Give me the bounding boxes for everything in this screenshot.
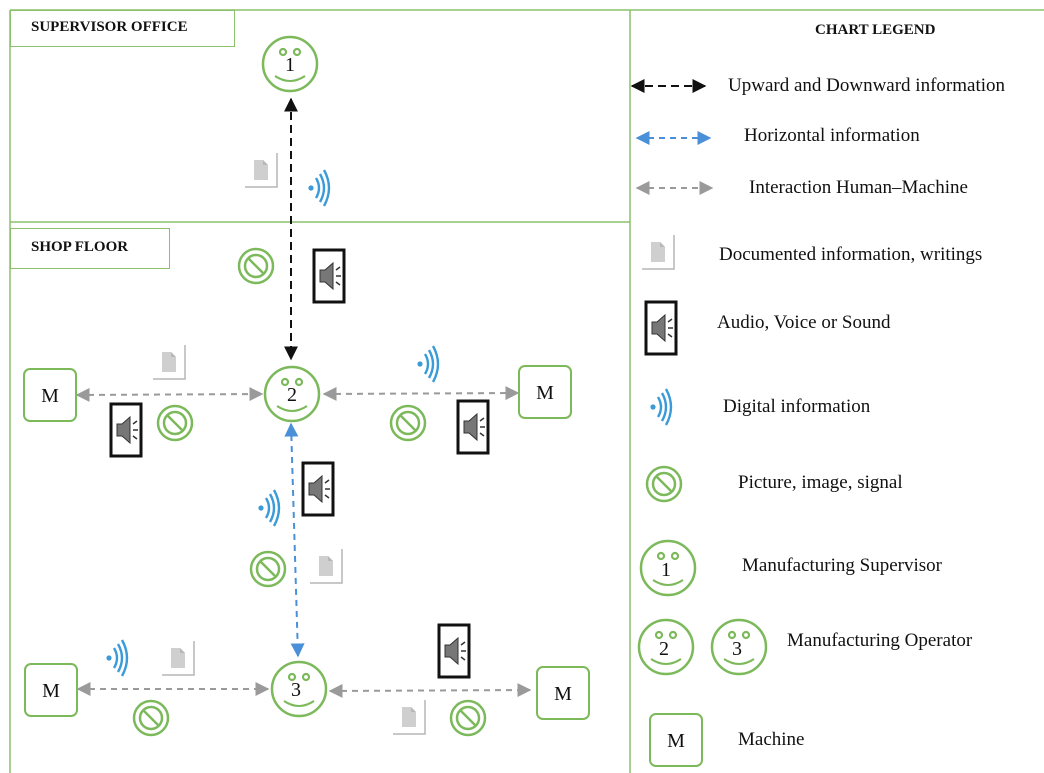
machine-node-right-lower: M	[536, 666, 590, 720]
digital-wave-icon	[307, 168, 331, 208]
digital-wave-icon	[416, 344, 440, 384]
svg-text:M: M	[667, 730, 685, 752]
legend-title: CHART LEGEND	[815, 22, 936, 38]
arrow-operator2-machine-right	[322, 386, 520, 401]
document-icon	[161, 640, 195, 676]
operator-2-node: 2	[263, 365, 321, 423]
no-sign-icon	[449, 699, 487, 737]
operator-3-number: 3	[291, 679, 301, 701]
no-sign-icon	[237, 247, 275, 285]
machine-label: M	[536, 382, 554, 404]
arrow-operator3-machine-right	[328, 683, 532, 698]
legend-label-operator: Manufacturing Operator	[787, 630, 973, 651]
speaker-icon	[301, 461, 335, 517]
svg-text:1: 1	[661, 559, 671, 581]
legend-speaker-icon	[644, 300, 678, 356]
operator-2-number: 2	[287, 384, 297, 406]
no-sign-icon	[156, 404, 194, 442]
no-sign-icon	[389, 404, 427, 442]
vertical-arrow-operator2-operator3	[284, 422, 305, 658]
legend-supervisor-smiley-icon: 1	[639, 539, 697, 597]
legend-label-digital: Digital information	[723, 396, 871, 417]
machine-node-right-upper: M	[518, 365, 572, 419]
document-icon	[309, 548, 343, 584]
speaker-icon	[312, 248, 346, 304]
digital-wave-icon	[105, 638, 129, 678]
machine-node-left-upper: M	[23, 368, 77, 422]
legend-machine-icon: M	[649, 713, 703, 767]
document-icon	[244, 152, 278, 188]
legend-no-sign-icon	[645, 465, 683, 503]
legend-label-supervisor: Manufacturing Supervisor	[742, 555, 942, 576]
legend-digital-wave-icon	[649, 387, 673, 427]
speaker-icon	[437, 623, 471, 679]
speaker-icon	[456, 399, 490, 455]
svg-text:2: 2	[659, 638, 669, 660]
legend-label-horizontal: Horizontal information	[744, 125, 920, 146]
legend-label-documented: Documented information, writings	[719, 244, 983, 265]
arrow-operator2-machine-left	[75, 387, 264, 402]
legend-label-picture: Picture, image, signal	[738, 472, 903, 493]
legend-label-machine: Machine	[738, 729, 805, 750]
no-sign-icon	[249, 550, 287, 588]
legend-label-upward-downward: Upward and Downward information	[728, 75, 1006, 96]
legend-document-icon	[641, 234, 675, 270]
speaker-icon	[109, 402, 143, 458]
digital-wave-icon	[257, 488, 281, 528]
machine-label: M	[42, 680, 60, 702]
supervisor-node: 1	[261, 35, 319, 93]
machine-node-left-lower: M	[24, 663, 78, 717]
supervisor-office-label: SUPERVISOR OFFICE	[10, 10, 235, 47]
supervisor-number: 1	[285, 54, 295, 76]
shop-floor-label: SHOP FLOOR	[10, 228, 170, 269]
legend-operator-2-smiley-icon: 2	[637, 618, 695, 676]
svg-text:3: 3	[732, 638, 742, 660]
legend-label-audio: Audio, Voice or Sound	[717, 312, 891, 333]
operator-3-node: 3	[270, 660, 328, 718]
document-icon	[392, 699, 426, 735]
legend-label-human-machine: Interaction Human–Machine	[749, 177, 968, 198]
no-sign-icon	[132, 699, 170, 737]
document-icon	[152, 344, 186, 380]
legend-operator-3-smiley-icon: 3	[710, 618, 768, 676]
machine-label: M	[554, 683, 572, 705]
machine-label: M	[41, 385, 59, 407]
